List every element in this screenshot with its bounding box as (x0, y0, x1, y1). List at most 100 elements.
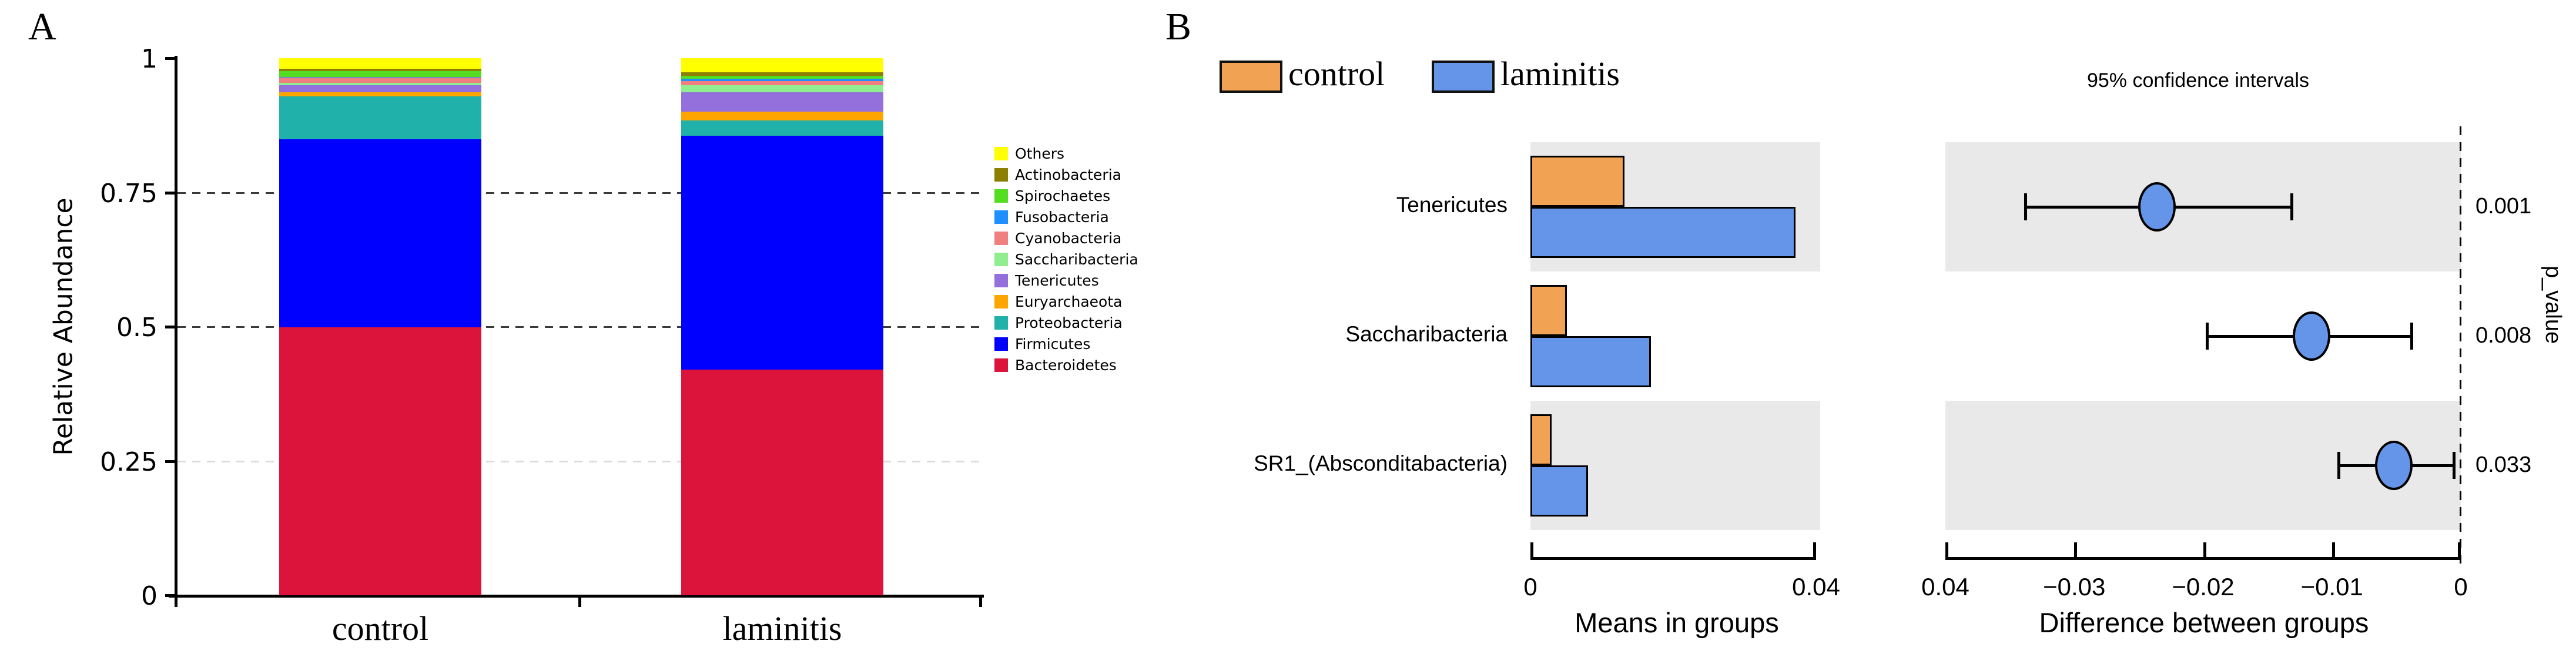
legend-swatch-Tenericutes (994, 273, 1008, 287)
legend-item-Euryarchaeota: Euryarchaeota (994, 291, 1138, 312)
difference-axis-ticklabel-0: 0 (2454, 573, 2468, 601)
bar-segment-laminitis-Actinobacteria (681, 72, 883, 76)
legend-label-Saccharibacteria: Saccharibacteria (1015, 250, 1138, 268)
p-value-axis-label: p_value (2541, 266, 2565, 344)
legend-item-Tenericutes: Tenericutes (994, 270, 1138, 291)
bar-segment-control-Bacteroidetes (279, 327, 481, 595)
legend-item-Cyanobacteria: Cyanobacteria (994, 227, 1138, 249)
legend-item-Actinobacteria: Actinobacteria (994, 164, 1138, 185)
legend-label-Proteobacteria: Proteobacteria (1015, 314, 1123, 331)
ci-cap-low-Saccharibacteria (2206, 323, 2209, 350)
bar-segment-laminitis-Bacteroidetes (681, 370, 883, 595)
zero-dashed-line (2460, 126, 2461, 565)
legend-swatch-laminitis (1432, 61, 1495, 93)
bar-segment-control-Actinobacteria (279, 69, 481, 71)
legend-item-Spirochaetes: Spirochaetes (994, 185, 1138, 206)
means-axis-ticklabel-0: 0 (1523, 573, 1537, 601)
mean-bar-laminitis-SR1_(Absconditabacteria) (1530, 465, 1588, 517)
legend-label-Others: Others (1015, 145, 1065, 162)
panel-b-label: B (1165, 5, 1192, 48)
means-axis-title: Means in groups (1575, 607, 1779, 638)
gridline-0.75 (177, 192, 984, 194)
legend-swatch-Proteobacteria (994, 316, 1008, 330)
difference-axis-ticklabel-−0.03: −0.03 (2043, 573, 2106, 601)
legend-label-laminitis: laminitis (1500, 55, 1620, 93)
legend-swatch-control (1220, 61, 1282, 93)
legend-item-Others: Others (994, 143, 1138, 164)
panel-a-label: A (28, 5, 56, 48)
row-label-SR1_(Absconditabacteria): SR1_(Absconditabacteria) (1254, 451, 1508, 475)
bar-segment-control-Others (279, 58, 481, 69)
legend-swatch-Euryarchaeota (994, 294, 1008, 308)
ci-cap-high-Saccharibacteria (2410, 323, 2413, 350)
difference-axis-ticklabel-0.04: 0.04 (1921, 573, 1969, 601)
y-tick-label-0: 0 (141, 581, 158, 611)
legend-swatch-Bacteroidetes (994, 358, 1008, 372)
bar-segment-laminitis-Proteobacteria (681, 120, 883, 136)
mean-bar-control-Tenericutes (1530, 156, 1624, 207)
bar-segment-laminitis-Euryarchaeota (681, 112, 883, 120)
y-tick-mark-0.25 (165, 460, 176, 463)
row-label-Saccharibacteria: Saccharibacteria (1345, 322, 1508, 346)
ci-cap-high-Tenericutes (2290, 193, 2293, 220)
difference-axis-tick-−0.02 (2203, 542, 2206, 560)
x-tick-mark-1 (578, 598, 581, 607)
p-value-label-Tenericutes: 0.001 (2475, 194, 2532, 219)
legend-label-Bacteroidetes: Bacteroidetes (1015, 356, 1117, 374)
ci-cap-high-SR1_(Absconditabacteria) (2453, 452, 2456, 479)
mean-bar-laminitis-Tenericutes (1530, 207, 1796, 258)
y-tick-label-0.5: 0.5 (116, 313, 158, 343)
y-tick-label-0.75: 0.75 (100, 178, 158, 209)
legend-swatch-Actinobacteria (994, 167, 1008, 182)
legend-swatch-Spirochaetes (994, 189, 1008, 203)
legend-label-Fusobacteria: Fusobacteria (1015, 208, 1109, 226)
y-tick-mark-0.5 (165, 326, 176, 328)
x-tick-mark-2 (979, 598, 982, 607)
y-tick-label-0.25: 0.25 (100, 447, 158, 477)
bar-segment-laminitis-Others (681, 58, 883, 72)
ci-point-Tenericutes (2138, 182, 2176, 232)
bar-segment-control-Saccharibacteria (279, 83, 481, 85)
difference-axis-title: Difference between groups (2039, 607, 2369, 638)
y-tick-label-1: 1 (141, 44, 158, 74)
bar-segment-laminitis-Firmicutes (681, 135, 883, 370)
means-axis-line (1530, 557, 1816, 560)
legend-swatch-Others (994, 146, 1008, 160)
mean-bar-laminitis-Saccharibacteria (1530, 336, 1651, 387)
difference-axis-tick-−0.03 (2074, 542, 2078, 560)
legend-item-Bacteroidetes: Bacteroidetes (994, 354, 1138, 375)
difference-axis-tick-−0.01 (2332, 542, 2335, 560)
p-value-label-SR1_(Absconditabacteria): 0.033 (2475, 452, 2532, 477)
panel-a-y-axis-title: Relative Abundance (48, 197, 79, 456)
gridline-0.25 (177, 460, 984, 462)
y-tick-mark-0 (165, 594, 176, 597)
difference-axis-ticklabel-−0.01: −0.01 (2300, 573, 2363, 601)
ci-cap-low-Tenericutes (2024, 193, 2027, 220)
y-tick-mark-0.75 (165, 191, 176, 194)
bar-segment-control-Proteobacteria (279, 96, 481, 139)
legend-label-Euryarchaeota: Euryarchaeota (1015, 293, 1123, 310)
bar-segment-control-Euryarchaeota (279, 92, 481, 96)
ci-cap-low-SR1_(Absconditabacteria) (2337, 452, 2340, 479)
bar-segment-laminitis-Fusobacteria (681, 78, 883, 82)
bar-segment-control-Spirochaetes (279, 71, 481, 77)
bar-segment-laminitis-Cyanobacteria (681, 81, 883, 85)
means-axis-tick-0 (1530, 542, 1533, 560)
ci-point-SR1_(Absconditabacteria) (2374, 441, 2413, 490)
difference-axis-ticklabel-−0.02: −0.02 (2172, 573, 2235, 601)
y-tick-mark-1 (165, 57, 176, 60)
x-category-label-control: control (331, 609, 429, 648)
panel-a-y-axis-line (175, 56, 177, 598)
difference-axis-tick-0.04 (1945, 542, 1948, 560)
legend-swatch-Firmicutes (994, 337, 1008, 351)
difference-axis-tick-0 (2458, 542, 2461, 560)
p-value-label-Saccharibacteria: 0.008 (2475, 323, 2532, 348)
means-axis-ticklabel-0.04: 0.04 (1792, 573, 1840, 601)
bar-segment-laminitis-Spirochaetes (681, 76, 883, 79)
means-axis-tick-0.04 (1813, 542, 1816, 560)
bar-segment-laminitis-Tenericutes (681, 92, 883, 112)
ci-point-Saccharibacteria (2292, 311, 2330, 361)
legend-item-Fusobacteria: Fusobacteria (994, 206, 1138, 227)
